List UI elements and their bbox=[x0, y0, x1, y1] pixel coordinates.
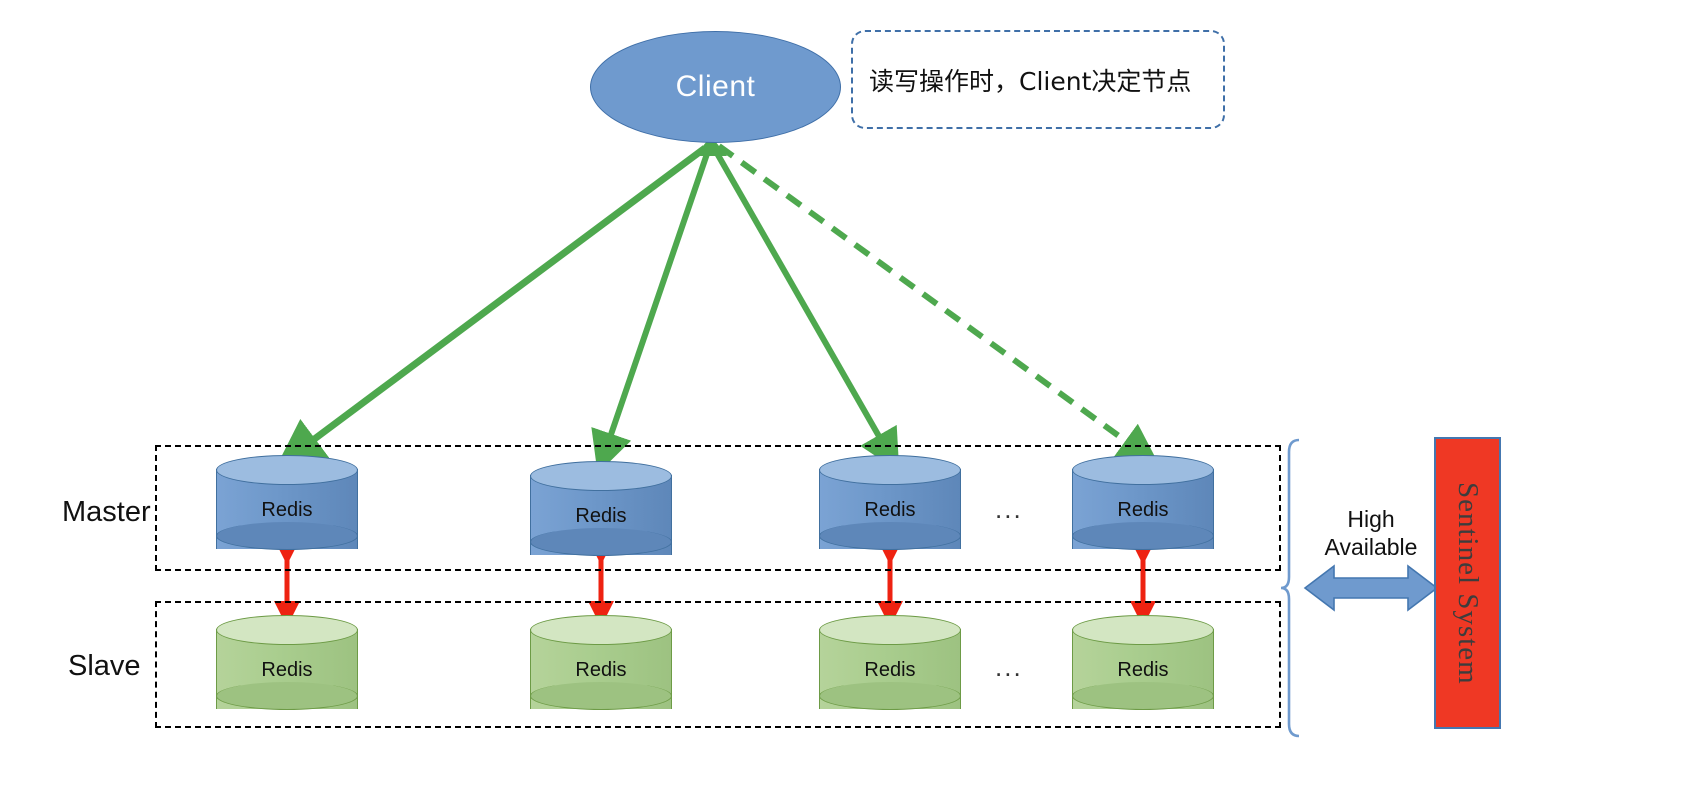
cylinder-top bbox=[819, 615, 961, 645]
client-to-master-4-arrow bbox=[717, 143, 1160, 466]
high-available-line-1: High bbox=[1347, 506, 1395, 532]
slave-row-label: Slave bbox=[68, 650, 141, 682]
master-row-label: Master bbox=[62, 496, 151, 528]
slave-redis-node-4[interactable]: Redis bbox=[1072, 615, 1214, 710]
client-to-master-1-arrow bbox=[275, 145, 708, 468]
cylinder-bottom bbox=[819, 522, 961, 550]
cylinder-top bbox=[1072, 615, 1214, 645]
client-to-master-3-arrow bbox=[711, 146, 900, 472]
sentinel-system-label: Sentinel System bbox=[1452, 481, 1484, 685]
cylinder-top bbox=[216, 455, 358, 485]
high-available-label: High Available bbox=[1312, 505, 1430, 561]
client-label: Client bbox=[675, 70, 756, 103]
cylinder-bottom bbox=[530, 682, 672, 710]
cylinder-bottom bbox=[1072, 522, 1214, 550]
slave-redis-node-1[interactable]: Redis bbox=[216, 615, 358, 710]
annotation-callout: 读写操作时，Client决定节点 bbox=[851, 30, 1225, 129]
slave-redis-label-3: Redis bbox=[864, 659, 916, 681]
cylinder-top bbox=[216, 615, 358, 645]
cylinder-bottom bbox=[1072, 682, 1214, 710]
cylinder-top bbox=[530, 615, 672, 645]
master-row-ellipsis: ... bbox=[995, 494, 1023, 524]
master-redis-label-1: Redis bbox=[261, 499, 313, 521]
client-inbound-arrowhead bbox=[695, 136, 727, 156]
cylinder-bottom bbox=[216, 522, 358, 550]
sentinel-system-box[interactable]: Sentinel System bbox=[1434, 437, 1501, 729]
master-redis-label-2: Redis bbox=[575, 505, 627, 527]
high-available-arrow bbox=[1303, 564, 1439, 612]
slave-redis-label-1: Redis bbox=[261, 659, 313, 681]
annotation-text: 读写操作时，Client决定节点 bbox=[869, 66, 1192, 96]
master-redis-node-2[interactable]: Redis bbox=[530, 461, 672, 556]
master-redis-label-4: Redis bbox=[1117, 499, 1169, 521]
cylinder-bottom bbox=[216, 682, 358, 710]
slave-group-box bbox=[155, 601, 1281, 728]
cylinder-top bbox=[1072, 455, 1214, 485]
cylinder-bottom bbox=[819, 682, 961, 710]
master-group-box bbox=[155, 445, 1281, 571]
cylinder-top bbox=[819, 455, 961, 485]
master-redis-node-4[interactable]: Redis bbox=[1072, 455, 1214, 550]
cylinder-bottom bbox=[530, 528, 672, 556]
slave-redis-node-3[interactable]: Redis bbox=[819, 615, 961, 710]
master-redis-node-1[interactable]: Redis bbox=[216, 455, 358, 550]
high-available-line-2: Available bbox=[1324, 534, 1418, 561]
client-to-master-2-arrow bbox=[591, 147, 712, 474]
master-redis-label-3: Redis bbox=[864, 499, 916, 521]
master-redis-node-3[interactable]: Redis bbox=[819, 455, 961, 550]
cluster-bracket bbox=[1280, 438, 1300, 738]
cylinder-top bbox=[530, 461, 672, 491]
slave-row-ellipsis: ... bbox=[995, 652, 1023, 682]
slave-redis-label-2: Redis bbox=[575, 659, 627, 681]
slave-redis-label-4: Redis bbox=[1117, 659, 1169, 681]
client-node[interactable]: Client bbox=[590, 31, 841, 143]
slave-redis-node-2[interactable]: Redis bbox=[530, 615, 672, 710]
